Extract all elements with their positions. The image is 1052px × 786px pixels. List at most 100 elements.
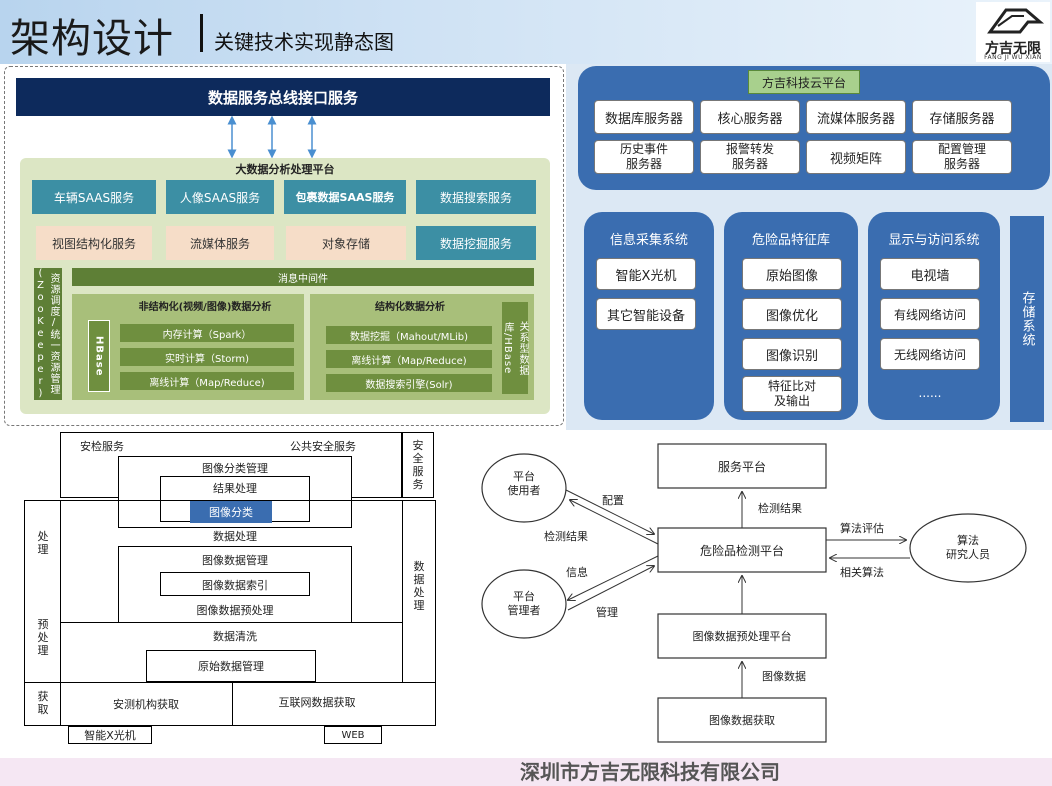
other-device: 其它智能设备: [596, 298, 696, 330]
service-platform: 服务平台: [717, 459, 766, 474]
structured-title: 结构化数据分析: [375, 301, 445, 313]
manage-label: 管理: [596, 606, 618, 619]
tv-wall: 电视墙: [880, 258, 980, 290]
bus-arrows: [227, 116, 317, 158]
img-data-label: 图像数据: [762, 670, 806, 683]
unstructured-title: 非结构化(视频/图像)数据分析: [138, 301, 272, 313]
preproc-divider: [60, 622, 402, 623]
img-index: 图像数据索引: [202, 579, 268, 592]
mapreduce-item-b: 离线计算（Map/Reduce): [326, 350, 492, 368]
storage-server: 存储服务器: [912, 100, 1012, 134]
layer-label-acquire: 获取: [37, 690, 49, 716]
history-server: 历史事件 服务器: [594, 140, 694, 174]
security-service-column: 安全服务: [402, 432, 434, 498]
view-struct-service: 视图结构化服务: [36, 226, 152, 260]
info-collect-title: 信息采集系统: [609, 232, 688, 248]
layer-label-process: 处理: [37, 530, 49, 556]
img-classify-highlight: 图像分类: [190, 501, 272, 523]
raw-mgmt: 原始数据管理: [198, 660, 264, 673]
logo-subtext: FANG JI WU XIAN: [984, 54, 1042, 61]
alarm-server: 报警转发 服务器: [700, 140, 800, 174]
data-proc: 数据处理: [213, 530, 257, 543]
data-search-service: 数据搜索服务: [416, 180, 536, 214]
storage-system: 存储系统: [1010, 216, 1044, 422]
platform-user: 平台 使用者: [507, 470, 541, 497]
image-recognize: 图像识别: [742, 338, 842, 370]
display-access-title: 显示与访问系统: [888, 232, 980, 248]
public-safety-service: 公共安全服务: [290, 440, 356, 453]
footer-bar: [0, 758, 1052, 786]
danger-lib-title: 危险品特征库: [751, 232, 830, 248]
index-frame: [160, 572, 310, 596]
page-title: 架构设计: [10, 16, 174, 62]
mahout-item: 数据挖掘（Mahout/MLib): [326, 326, 492, 344]
stream-server: 流媒体服务器: [806, 100, 906, 134]
logo-text: 方吉无限: [985, 41, 1041, 57]
acquire-institution: 安测机构获取: [113, 698, 179, 711]
message-middleware: 消息中间件: [72, 268, 534, 286]
right-divider: [402, 500, 403, 682]
solr-item: 数据搜索引擎(Solr): [326, 374, 492, 392]
saas-package: 包裹数据SAAS服务: [284, 180, 406, 214]
info-label: 信息: [566, 566, 588, 579]
safety-check-service: 安检服务: [80, 440, 124, 453]
saas-vehicle: 车辆SAAS服务: [32, 180, 156, 214]
img-preproc: 图像数据预处理: [196, 604, 274, 617]
company-logo: [976, 2, 1050, 62]
wireless-access: 无线网络访问: [880, 338, 980, 370]
bus-interface-bar: 数据服务总线接口服务: [16, 78, 550, 116]
processing-frame: [24, 500, 436, 726]
logo-mark-icon: [987, 8, 1045, 34]
config-server: 配置管理 服务器: [912, 140, 1012, 174]
left-divider: [60, 500, 61, 726]
config-label: 配置: [602, 494, 624, 507]
preproc-platform: 图像数据预处理平台: [692, 630, 792, 643]
feature-compare: 特征比对 及输出: [742, 376, 842, 412]
img-acquire: 图像数据获取: [709, 714, 775, 727]
title-divider: [200, 14, 203, 52]
algo-researcher: 算法 研究人员: [946, 534, 990, 561]
acquire-internet: 互联网数据获取: [278, 696, 356, 709]
platform-title: 大数据分析处理平台: [235, 163, 335, 176]
acquire-divider: [24, 682, 436, 683]
zookeeper-column: 资源调度/统一资源管理 (ZooKeeper): [34, 268, 62, 400]
layer-label-preproc: 预处理: [37, 618, 49, 657]
img-data-mgmt: 图像数据管理: [202, 554, 268, 567]
acquire-mid-divider: [232, 682, 233, 726]
result-proc: 结果处理: [213, 482, 257, 495]
algo-eval-label: 算法评估: [840, 522, 884, 535]
rdb-hbase-column: 关系型数据库/HBase: [502, 302, 528, 394]
data-processing-column: 数据处理: [413, 560, 425, 612]
xray-source: 智能X光机: [68, 726, 152, 744]
db-server: 数据库服务器: [594, 100, 694, 134]
cloud-title: 方吉科技云平台: [748, 70, 860, 94]
raw-mgmt-frame: [146, 650, 316, 682]
mapreduce-item-a: 离线计算（Map/Reduce): [120, 372, 294, 390]
web-source: WEB: [324, 726, 382, 744]
video-matrix: 视频矩阵: [806, 140, 906, 174]
spark-item: 内存计算（Spark）: [120, 324, 294, 342]
data-mining-service: 数据挖掘服务: [416, 226, 536, 260]
page-subtitle: 关键技术实现静态图: [214, 30, 394, 54]
platform-admin: 平台 管理者: [507, 590, 541, 617]
saas-portrait: 人像SAAS服务: [166, 180, 274, 214]
storm-item: 实时计算（Storm): [120, 348, 294, 366]
result-up-label: 检测结果: [758, 502, 802, 515]
xray-device: 智能X光机: [596, 258, 696, 290]
raw-image: 原始图像: [742, 258, 842, 290]
image-optimize: 图像优化: [742, 298, 842, 330]
related-algo-label: 相关算法: [840, 566, 884, 579]
wired-access: 有线网络访问: [880, 298, 980, 330]
flow-connectors: [481, 443, 1027, 743]
img-class-mgmt: 图像分类管理: [202, 462, 268, 475]
data-clean: 数据清洗: [213, 630, 257, 643]
result-to-user-label: 检测结果: [544, 530, 588, 543]
company-name: 深圳市方吉无限科技有限公司: [520, 760, 780, 784]
streaming-service: 流媒体服务: [166, 226, 274, 260]
core-server: 核心服务器: [700, 100, 800, 134]
object-storage: 对象存储: [286, 226, 406, 260]
hbase-label: HBase: [88, 320, 110, 392]
detect-platform: 危险品检测平台: [699, 543, 784, 558]
header-bar: [0, 0, 1052, 64]
more-items: ......: [880, 378, 980, 408]
